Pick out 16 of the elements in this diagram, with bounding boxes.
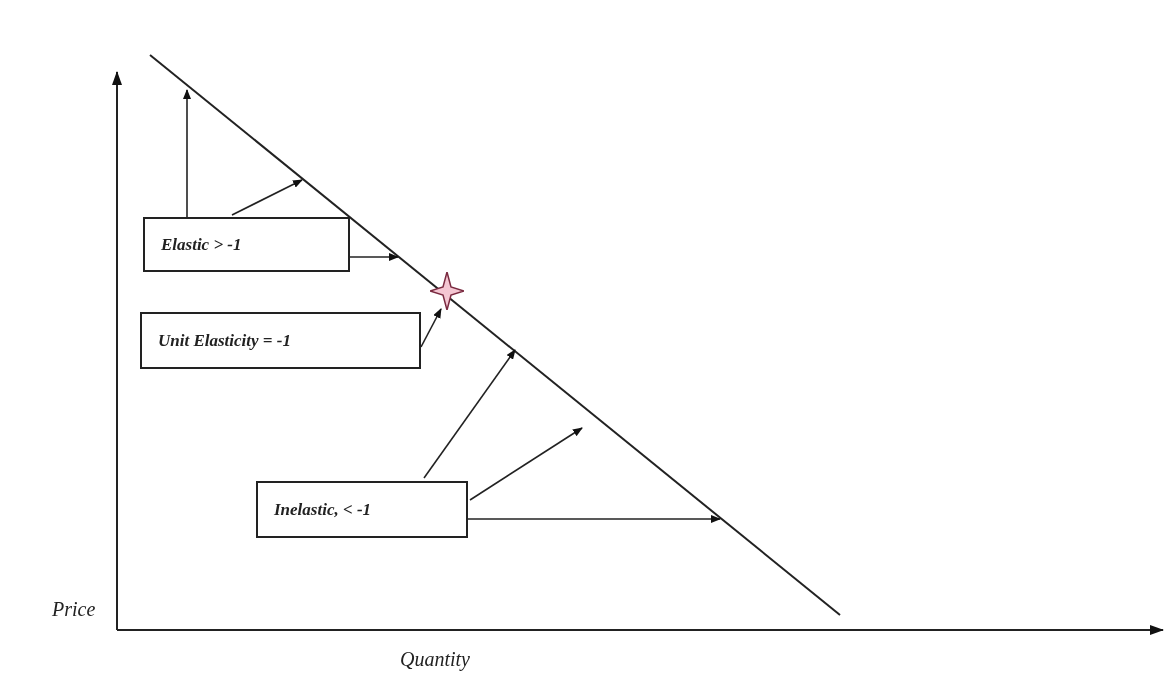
arrow <box>469 427 583 501</box>
label-box <box>140 312 421 369</box>
arrow <box>423 349 516 479</box>
label-box <box>256 481 468 538</box>
box-label: Unit Elasticity = -1 <box>158 330 291 351</box>
arrow <box>183 89 191 218</box>
arrow <box>467 515 721 523</box>
star-marker <box>430 272 464 310</box>
label-box <box>143 217 350 272</box>
box-label: Inelastic, < -1 <box>274 499 372 520</box>
axis-label: Quantity <box>400 648 470 671</box>
arrow <box>349 253 399 261</box>
arrow <box>231 179 303 216</box>
axis-label: Price <box>52 598 96 621</box>
arrow <box>420 308 442 348</box>
box-label: Elastic > -1 <box>161 234 242 255</box>
